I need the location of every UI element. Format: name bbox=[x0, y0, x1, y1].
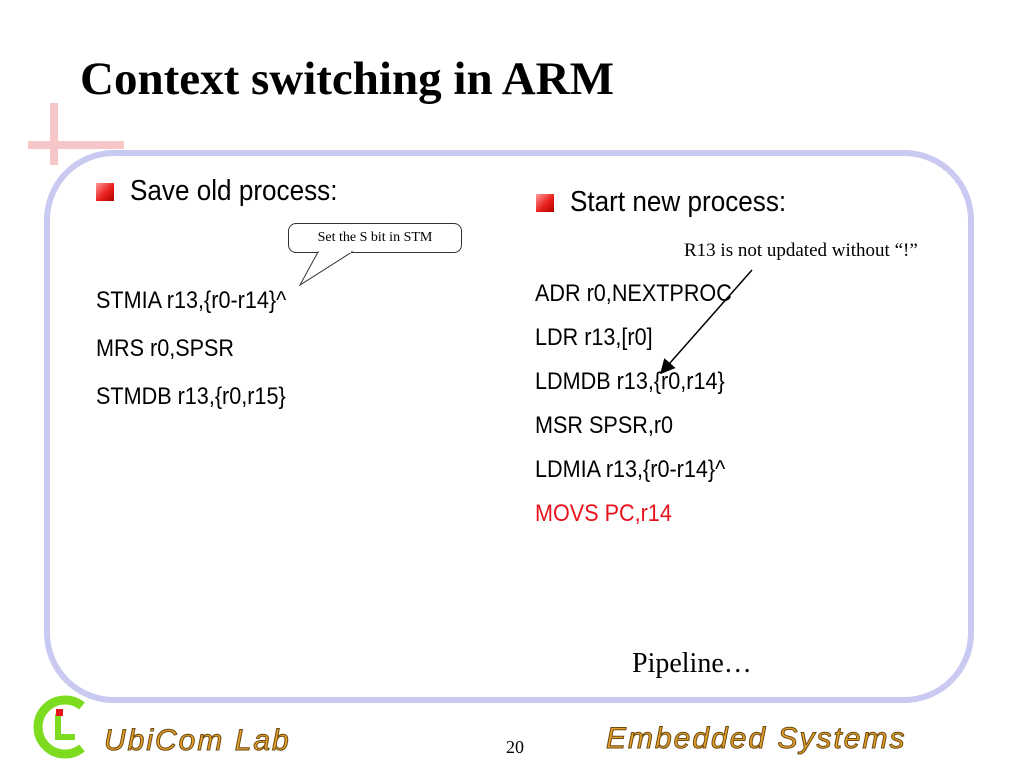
footer-course-name: Embedded Systems bbox=[605, 722, 907, 756]
left-heading: Save old process: bbox=[96, 175, 361, 208]
footer-lab-name: UbiCom Lab bbox=[104, 724, 291, 758]
pipeline-note: Pipeline… bbox=[632, 648, 752, 679]
right-code-line: MSR SPSR,r0 bbox=[535, 412, 674, 439]
left-code-line: STMIA r13,{r0-r14}^ bbox=[96, 287, 287, 314]
right-heading-label: Start new process: bbox=[570, 186, 787, 218]
right-code-line: LDMDB r13,{r0,r14} bbox=[535, 368, 725, 395]
right-heading: Start new process: bbox=[536, 186, 810, 219]
bullet-square-icon bbox=[536, 193, 554, 212]
right-code-line-highlight: MOVS PC,r14 bbox=[535, 500, 672, 527]
left-code-line: MRS r0,SPSR bbox=[96, 335, 235, 362]
left-heading-label: Save old process: bbox=[130, 175, 338, 207]
callout-s-bit: Set the S bit in STM bbox=[288, 223, 462, 253]
right-code-line: ADR r0,NEXTPROC bbox=[535, 280, 732, 307]
left-code-line: STMDB r13,{r0,r15} bbox=[96, 383, 286, 410]
right-code-line: LDR r13,[r0] bbox=[535, 324, 653, 351]
page-number: 20 bbox=[506, 737, 524, 757]
ubicom-lab-logo-icon bbox=[33, 695, 85, 759]
right-code-line: LDMIA r13,{r0-r14}^ bbox=[535, 456, 726, 483]
slide-title: Context switching in ARM bbox=[80, 53, 614, 105]
bullet-square-icon bbox=[96, 182, 114, 201]
r13-note: R13 is not updated without “!” bbox=[684, 240, 918, 261]
decoration-crosshair-vertical bbox=[50, 103, 58, 165]
content-panel bbox=[44, 150, 974, 703]
decoration-crosshair-horizontal bbox=[28, 141, 124, 149]
